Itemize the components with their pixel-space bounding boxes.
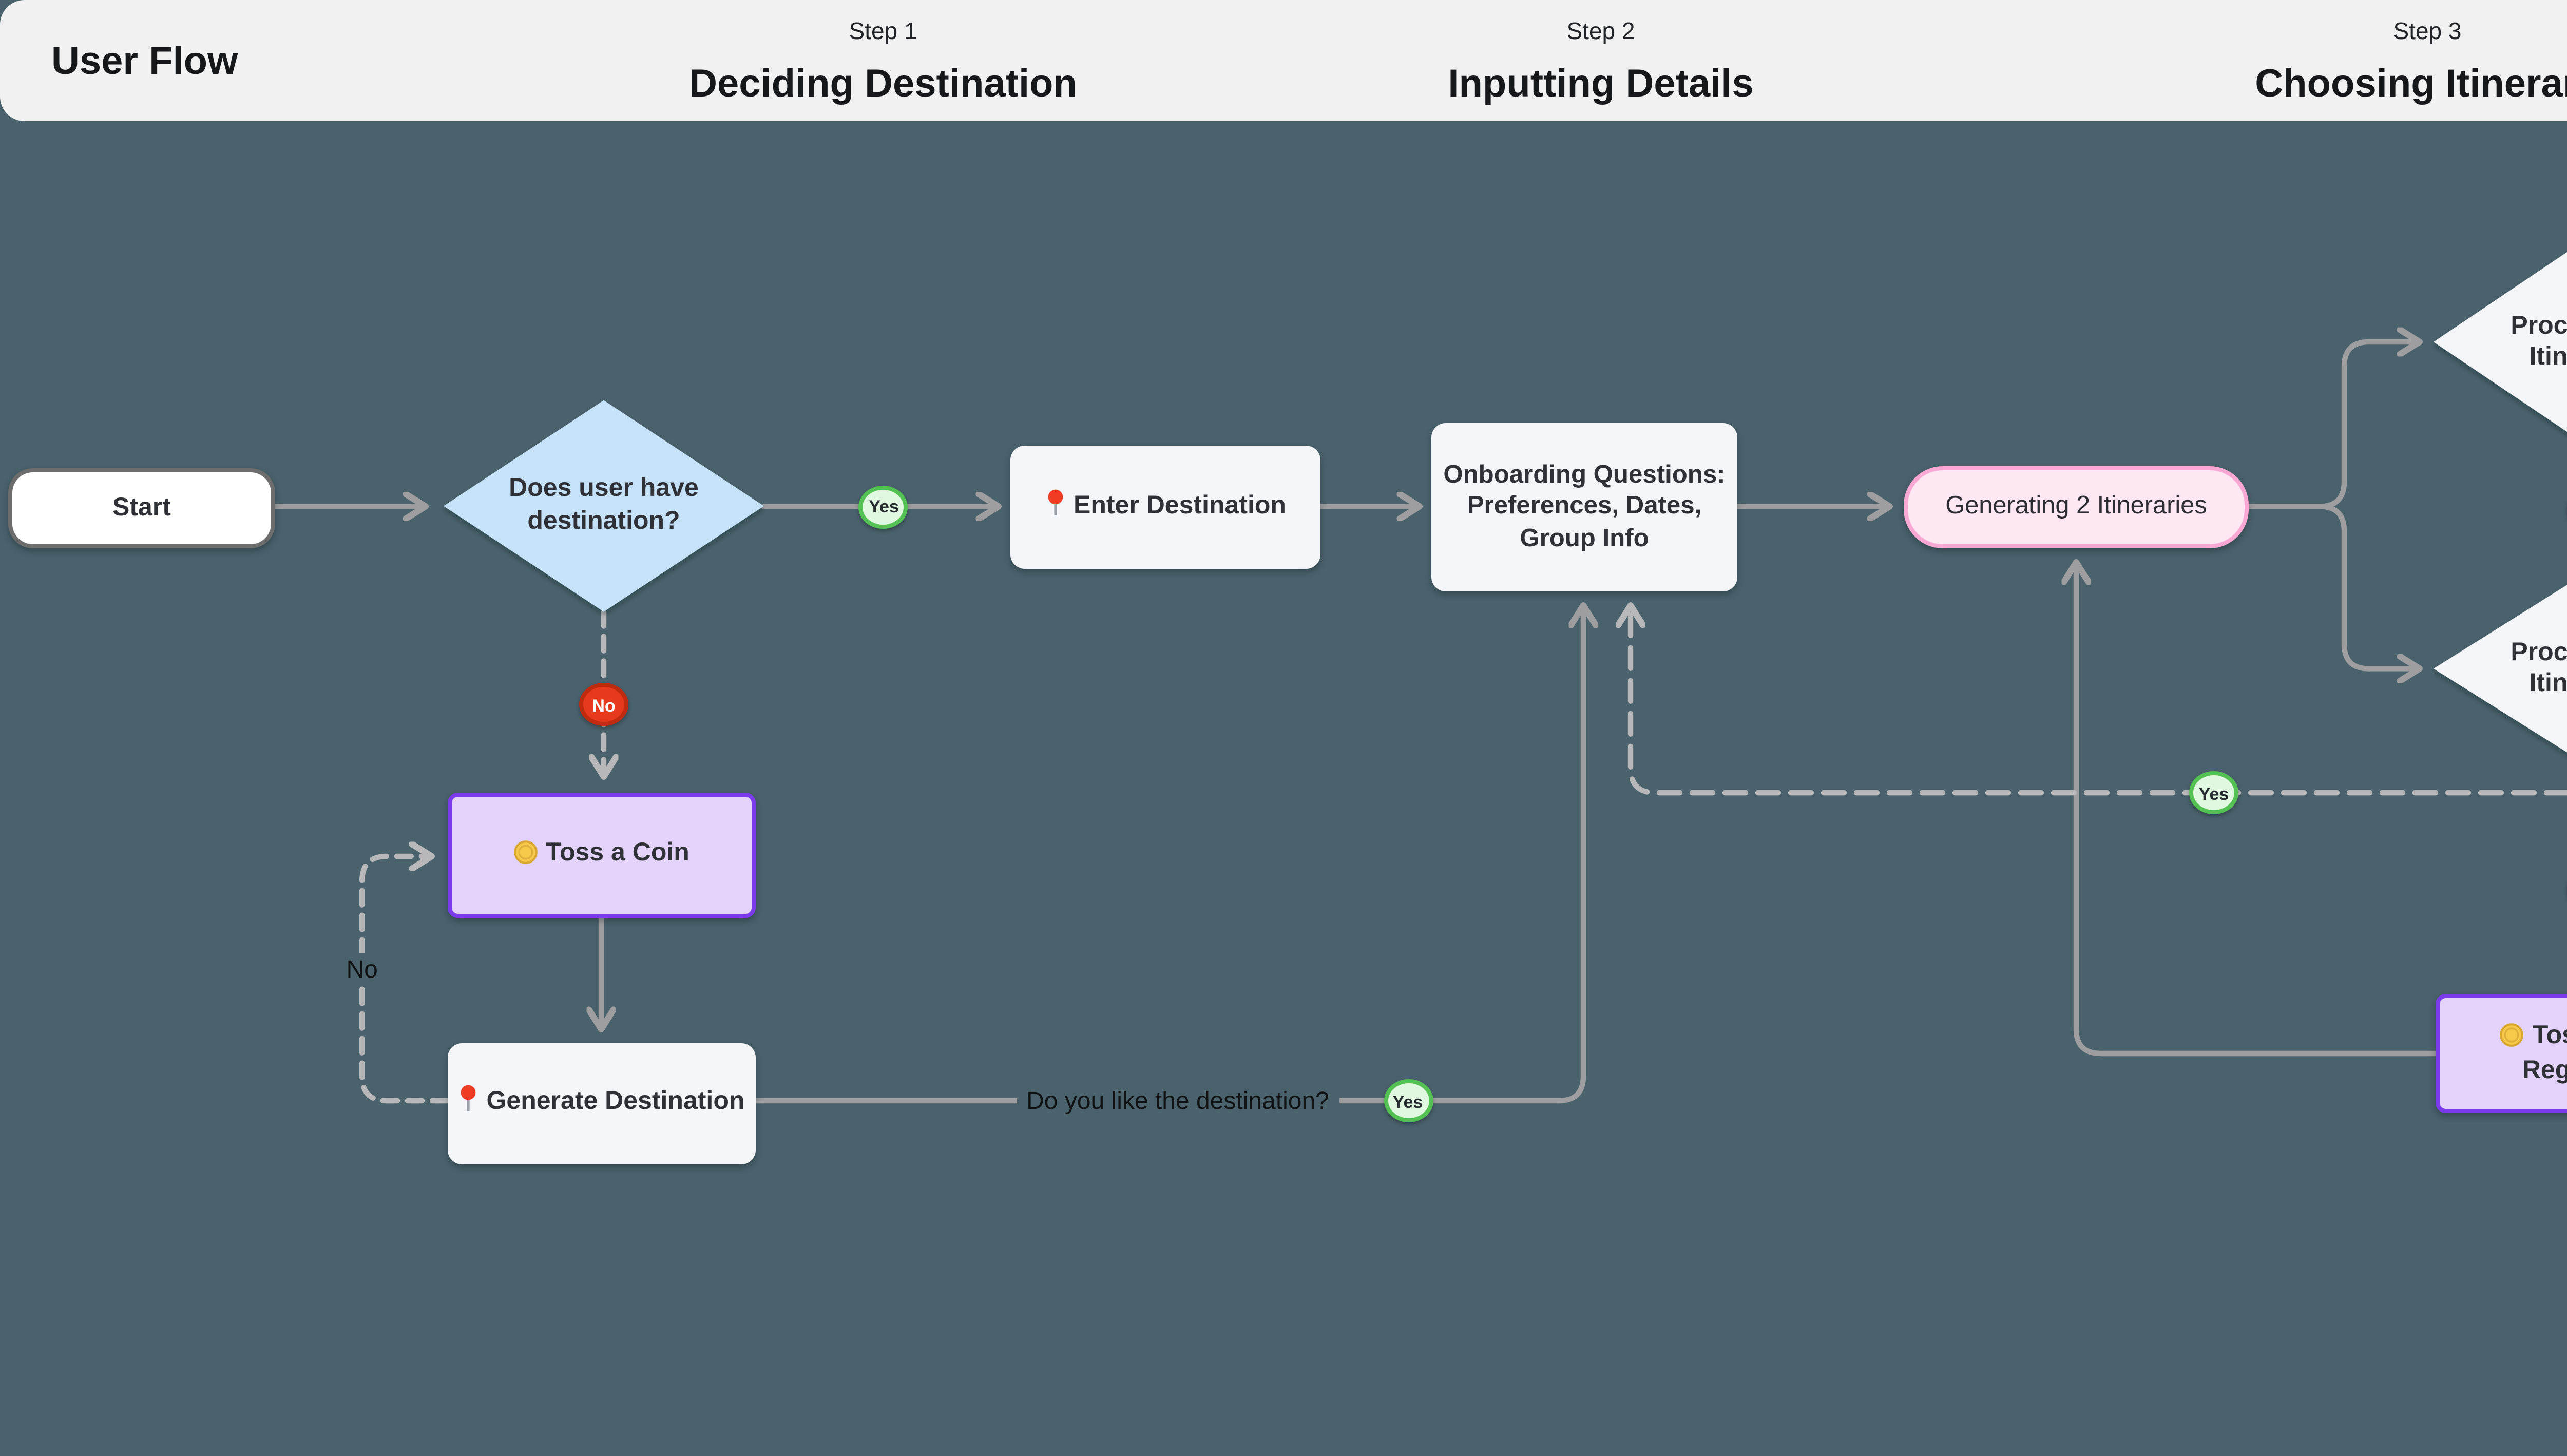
pin-icon: [1045, 488, 1065, 526]
node-start[interactable]: Start: [8, 467, 275, 548]
badge-label: Yes: [1392, 1090, 1423, 1111]
node-generate-destination[interactable]: Generate Destination: [447, 1043, 756, 1163]
node-onboarding-questions[interactable]: Onboarding Questions: Preferences, Dates…: [1431, 423, 1737, 591]
node-enter-destination-label: Enter Destination: [1074, 490, 1286, 519]
decision-has-destination[interactable]: [444, 400, 764, 612]
step-1-label: Step 1: [849, 20, 917, 44]
wire-generating-to-itinerary1: [2246, 342, 2417, 509]
node-toss-coin-regenerate[interactable]: Toss a Coin-Regenerate: [2436, 994, 2567, 1113]
step-2-label: Step 2: [1566, 20, 1635, 44]
badge-label: No: [592, 694, 616, 715]
badge-yes-destination[interactable]: Yes: [859, 485, 909, 528]
node-generating-label: Generating 2 Itineraries: [1945, 490, 2207, 519]
node-onboarding-label: Onboarding Questions: Preferences, Dates…: [1443, 459, 1726, 552]
wire-regenerate-to-generating: [2076, 565, 2439, 1057]
step-3-label: Step 3: [2393, 20, 2462, 44]
node-start-label: Start: [112, 492, 171, 521]
header-bar: User Flow Step 1 Deciding Destination St…: [0, 0, 2567, 121]
decision-has-destination-label: Does user have destination?: [509, 474, 699, 535]
badge-label: Yes: [869, 496, 899, 517]
decision-itinerary1-label: Proceed with Itinerary 1: [2511, 310, 2567, 371]
node-generate-destination-label: Generate Destination: [486, 1086, 745, 1115]
label-like-question: Do you like the destination?: [1016, 1084, 1339, 1117]
wire-modify-yes-to-onboarding: [1631, 608, 2567, 796]
badge-label: Yes: [2198, 782, 2229, 803]
step-2-title: Inputting Details: [1448, 63, 1754, 106]
node-enter-destination[interactable]: Enter Destination: [1010, 446, 1320, 569]
node-generating-itineraries[interactable]: Generating 2 Itineraries: [1904, 465, 2249, 547]
badge-yes-modify[interactable]: Yes: [2189, 771, 2238, 814]
coin-icon: [513, 840, 538, 874]
coin-icon: [2500, 1022, 2524, 1056]
decision-itinerary2-label: Proceed with Itinerary 2: [2511, 637, 2567, 698]
wire-generating-to-itinerary2: [2246, 504, 2417, 668]
label-loop-no: No: [336, 953, 388, 986]
node-toss-coin[interactable]: Toss a Coin: [447, 793, 756, 919]
decision-itinerary1[interactable]: [2434, 236, 2567, 448]
node-toss-regenerate-label: Toss a Coin-Regenerate: [2522, 1020, 2567, 1084]
pin-icon: [458, 1084, 478, 1122]
decision-itinerary2[interactable]: [2434, 570, 2567, 767]
step-1-title: Deciding Destination: [689, 63, 1077, 106]
badge-no-destination[interactable]: No: [579, 683, 628, 726]
page-title: User Flow: [51, 41, 238, 84]
wire-generate-yes-to-onboarding: [753, 608, 1583, 1104]
step-3-title: Choosing Itinerary: [2255, 63, 2567, 106]
badge-yes-like[interactable]: Yes: [1383, 1079, 1432, 1122]
node-toss-coin-label: Toss a Coin: [546, 838, 689, 867]
